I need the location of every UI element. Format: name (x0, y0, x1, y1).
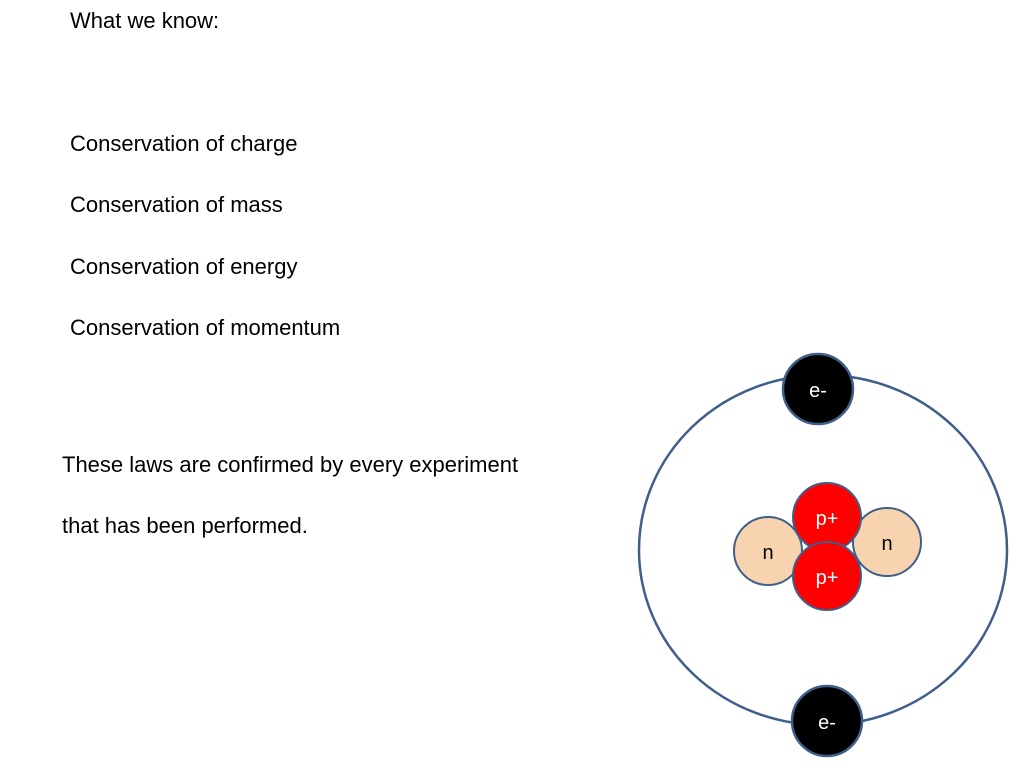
proton-bottom: p+ (792, 541, 862, 611)
proton-top-label: p+ (816, 508, 839, 530)
electron-bottom: e- (790, 684, 864, 758)
proton-bottom-label: p+ (816, 567, 839, 589)
statement-line-1: These laws are confirmed by every experi… (62, 452, 519, 477)
neutron-right-label: n (881, 533, 892, 555)
statement-line-2: that has been performed. (62, 513, 308, 538)
proton-top: p+ (792, 482, 862, 552)
law-charge: Conservation of charge (70, 131, 298, 156)
electron-bottom-label: e- (818, 712, 836, 734)
electron-top: e- (781, 352, 855, 426)
law-momentum: Conservation of momentum (70, 315, 341, 340)
electron-top-label: e- (809, 380, 827, 402)
law-mass: Conservation of mass (70, 192, 283, 217)
neutron-left-label: n (762, 542, 773, 564)
slide-heading: What we know: (70, 8, 220, 33)
neutron-left: n (733, 516, 803, 586)
law-energy: Conservation of energy (70, 254, 298, 279)
neutron-right: n (852, 507, 922, 577)
